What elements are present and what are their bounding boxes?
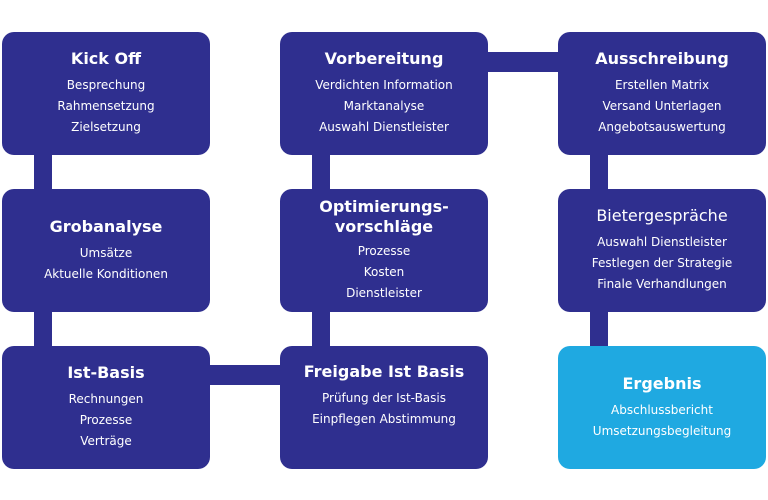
box-bietergespraeche: Bietergespräche Auswahl Dienstleister Fe… <box>558 189 766 312</box>
box-item: Umsätze <box>79 245 133 260</box>
box-title: Ist-Basis <box>67 363 145 382</box>
box-title: Optimierungs- vorschläge <box>319 197 449 236</box>
box-item: Kosten <box>363 265 405 279</box>
box-item: Dienstleister <box>346 286 422 300</box>
box-kick-off: Kick Off Besprechung Rahmensetzung Ziels… <box>2 32 210 155</box>
connector-kickoff-grobanalyse <box>34 155 52 189</box>
connector-ausschreibung-bietergespraeche <box>590 155 608 189</box>
box-item: Verträge <box>80 434 132 448</box>
box-title: Freigabe Ist Basis <box>303 362 465 381</box>
box-item: Umsetzungsbegleitung <box>592 423 732 438</box>
box-optimierungsvorschlaege: Optimierungs- vorschläge Prozesse Kosten… <box>280 189 488 312</box>
box-item: Verdichten Information <box>315 78 453 92</box>
box-title: Bietergespräche <box>596 206 728 225</box>
box-item: Prüfung der Ist-Basis <box>321 391 446 405</box>
connector-vorbereitung-ausschreibung <box>488 52 558 72</box>
connector-istbasis-freigabe <box>210 365 280 385</box>
box-grobanalyse: Grobanalyse Umsätze Aktuelle Konditionen <box>2 189 210 312</box>
box-item: Auswahl Dienstleister <box>319 120 449 134</box>
box-item: Rahmensetzung <box>57 99 155 113</box>
connector-grobanalyse-istbasis <box>34 312 52 346</box>
box-title: Ergebnis <box>622 373 702 393</box>
box-title: Grobanalyse <box>49 216 163 236</box>
box-item: Besprechung <box>66 78 146 92</box>
box-ist-basis: Ist-Basis Rechnungen Prozesse Verträge <box>2 346 210 469</box>
box-item: Versand Unterlagen <box>602 99 722 113</box>
box-item: Aktuelle Konditionen <box>44 266 168 281</box>
connector-bietergespraeche-ergebnis <box>590 312 608 346</box>
box-title: Vorbereitung <box>324 49 444 68</box>
connector-optimierung-vorbereitung <box>312 155 330 189</box>
box-item: Prozesse <box>79 413 133 427</box>
box-item: Einpflegen Abstimmung <box>312 412 456 426</box>
box-item: Finale Verhandlungen <box>597 277 727 291</box>
connector-freigabe-optimierung <box>312 312 330 346</box>
box-item: Festlegen der Strategie <box>591 256 733 270</box>
box-freigabe-ist-basis: Freigabe Ist Basis Prüfung der Ist-Basis… <box>280 346 488 469</box>
box-ausschreibung: Ausschreibung Erstellen Matrix Versand U… <box>558 32 766 155</box>
box-item: Auswahl Dienstleister <box>597 235 727 249</box>
box-vorbereitung: Vorbereitung Verdichten Information Mark… <box>280 32 488 155</box>
box-item: Zielsetzung <box>71 120 141 134</box>
box-ergebnis: Ergebnis Abschlussbericht Umsetzungsbegl… <box>558 346 766 469</box>
box-title: Kick Off <box>70 49 142 68</box>
box-item: Marktanalyse <box>343 99 425 113</box>
box-item: Abschlussbericht <box>611 402 713 417</box>
box-item: Angebotsauswertung <box>598 120 726 134</box>
box-item: Erstellen Matrix <box>614 78 710 92</box>
box-item: Prozesse <box>357 244 411 258</box>
box-title: Ausschreibung <box>595 49 729 68</box>
box-item: Rechnungen <box>68 392 144 406</box>
